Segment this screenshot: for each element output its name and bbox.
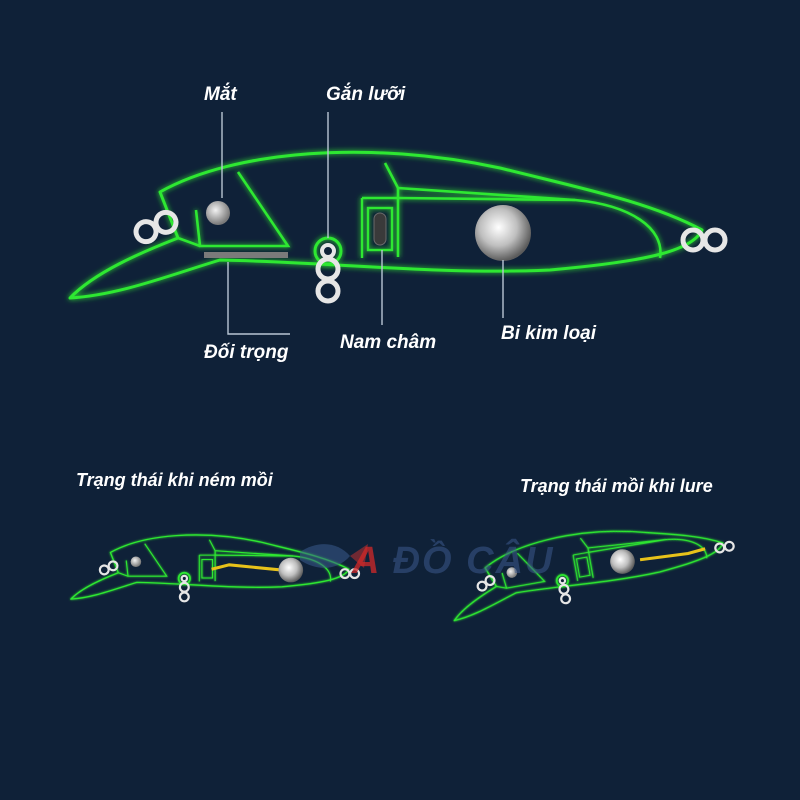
leader-lines xyxy=(221,112,504,335)
label-metal-ball: Bi kim loại xyxy=(501,323,597,344)
label-casting-state: Trạng thái khi ném mồi xyxy=(76,470,273,490)
watermark-logo-icon xyxy=(300,544,368,568)
casting-state-lure xyxy=(70,534,361,603)
eye-shape xyxy=(206,201,230,225)
metal-ball-shape xyxy=(475,205,531,261)
tail-split-ring xyxy=(683,230,725,250)
counterweight-bar xyxy=(204,252,288,258)
label-counterweight: Đối trọng xyxy=(204,342,289,363)
watermark-text: A ĐỒ CÂU xyxy=(352,540,555,582)
magnet-shape xyxy=(373,212,387,246)
luring-state-lure xyxy=(442,508,736,622)
label-eye: Mắt xyxy=(204,84,237,105)
label-magnet: Nam châm xyxy=(340,332,437,353)
hook-eyelet xyxy=(313,236,343,301)
main-lure xyxy=(68,112,725,335)
label-luring-state: Trạng thái mồi khi lure xyxy=(520,476,713,496)
label-hook-attach: Gắn lưỡi xyxy=(326,84,406,105)
